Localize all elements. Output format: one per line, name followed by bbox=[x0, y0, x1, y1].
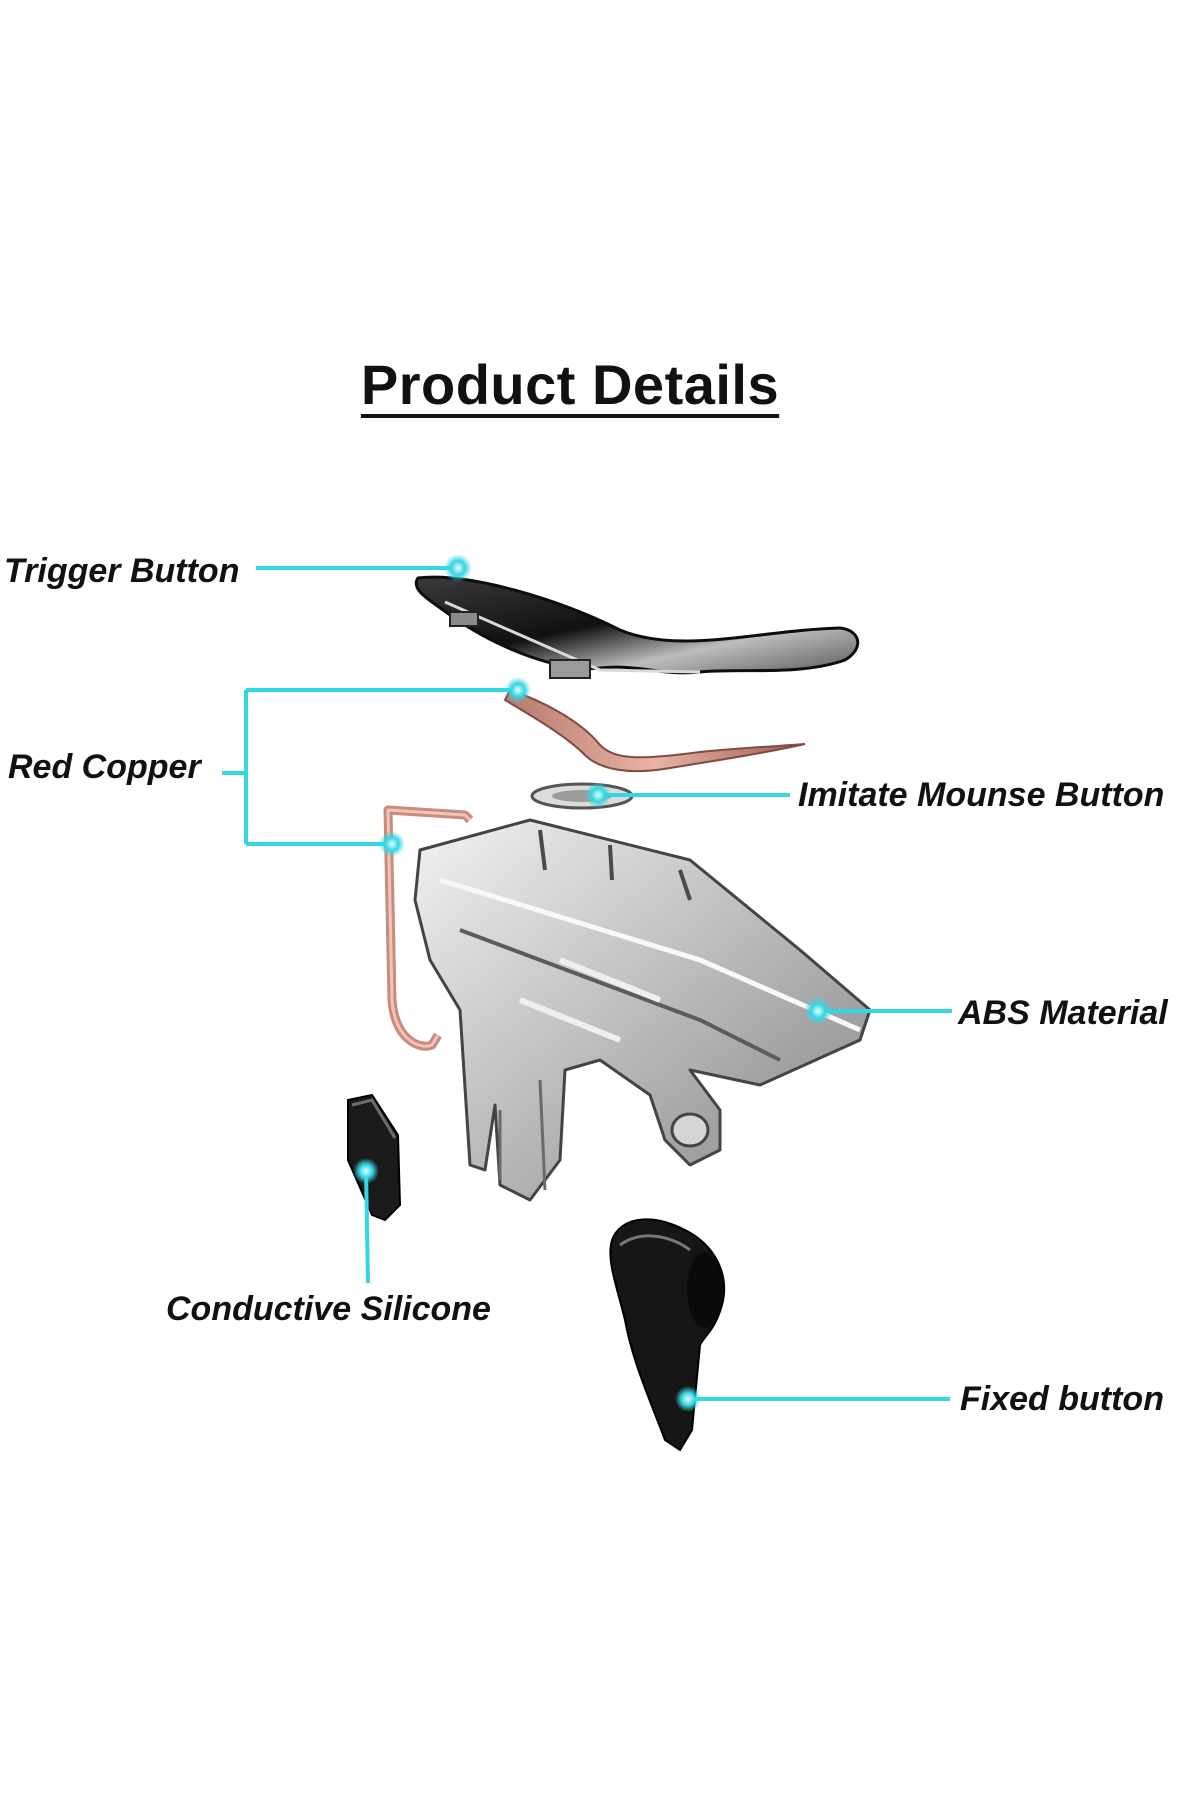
red-copper-leader bbox=[222, 688, 518, 846]
label-abs-material: ABS Material bbox=[958, 994, 1168, 1032]
label-red-copper: Red Copper bbox=[8, 748, 201, 786]
red-copper-strip-part bbox=[503, 688, 806, 773]
fixed-button-dot bbox=[675, 1386, 701, 1412]
fixed-button-part bbox=[609, 1218, 726, 1452]
red-copper-dot-spring bbox=[379, 831, 405, 857]
page-title: Product Details bbox=[360, 353, 780, 416]
red-copper-dot-top bbox=[505, 677, 531, 703]
label-fixed-button: Fixed button bbox=[960, 1380, 1164, 1418]
abs-material-dot bbox=[804, 997, 832, 1025]
label-conductive-silicone: Conductive Silicone bbox=[166, 1290, 491, 1328]
leader-endpoints bbox=[353, 554, 832, 1412]
leader-lines bbox=[222, 566, 952, 1401]
conductive-silicone-part bbox=[347, 1093, 402, 1222]
abs-body-part bbox=[413, 818, 872, 1202]
label-imitate-mouse-button: Imitate Mounse Button bbox=[798, 776, 1165, 814]
conductive-silicone-leader bbox=[364, 1170, 370, 1284]
trigger-button-part bbox=[414, 575, 859, 679]
copper-spring-part bbox=[383, 805, 474, 1051]
imitate-mouse-button-dot bbox=[585, 782, 611, 808]
trigger-button-dot bbox=[444, 554, 472, 582]
label-trigger-button: Trigger Button bbox=[4, 552, 240, 590]
conductive-silicone-dot bbox=[353, 1158, 379, 1184]
